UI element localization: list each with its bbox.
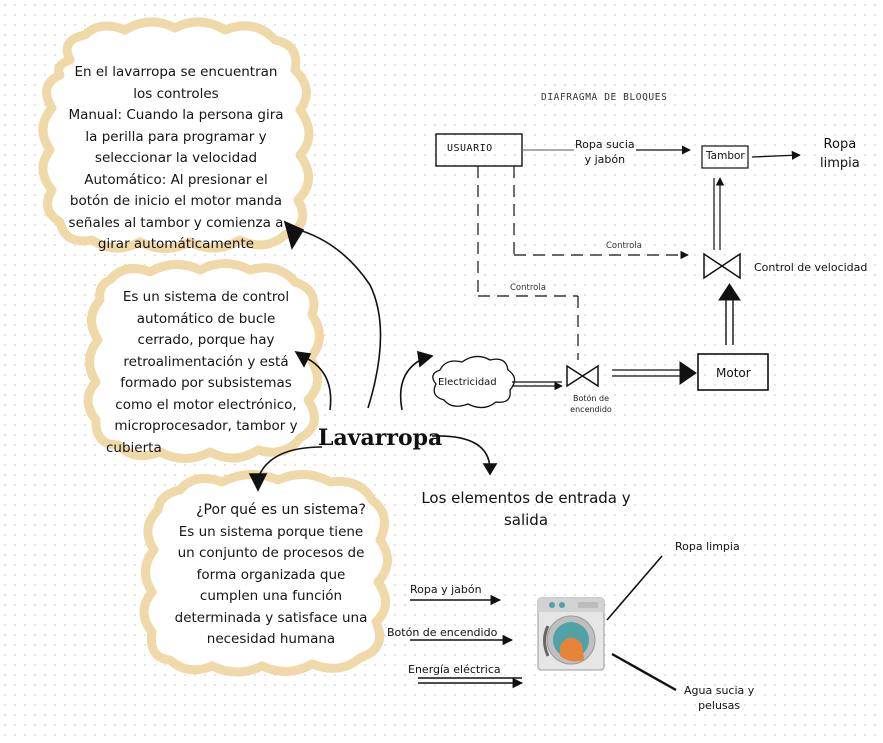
- cloud-line: Automático: Al presionar el: [84, 171, 268, 188]
- boton-line: Botón de: [572, 394, 610, 403]
- connector-to-why-system: [257, 446, 323, 479]
- center-title: Lavarropa: [318, 425, 443, 451]
- cloud-line: señales al tambor y comienza a: [68, 214, 284, 231]
- input-boton-encendido: Botón de encendido: [387, 626, 498, 639]
- cloud-line: cerrado, porque hay: [137, 332, 275, 348]
- cloud-line: botón de inicio el motor manda: [69, 193, 283, 209]
- arrowhead-block: [417, 350, 434, 368]
- cloud-line: seleccionar la velocidad: [94, 150, 258, 166]
- cloud-line: los controles: [133, 85, 219, 102]
- cloud-line: retroalimentación y está: [123, 353, 289, 370]
- control-velocidad-label: Control de velocidad: [754, 261, 868, 274]
- motor-label: Motor: [716, 366, 751, 380]
- cloud-line: Es un sistema de control: [122, 289, 290, 305]
- io-heading-line: salida: [503, 511, 549, 529]
- cloud-line: microprocesador, tambor y: [114, 418, 298, 434]
- cloud-line: la perilla para programar y: [85, 128, 267, 145]
- cloud-controls: [38, 17, 314, 253]
- cloud-line: necesidad humana: [206, 631, 336, 647]
- control-valve: [703, 252, 741, 280]
- block-diagram-title: DIAFRAGMA DE BLOQUES: [541, 92, 668, 103]
- boton-line: encendido: [570, 405, 612, 414]
- output-agua-line: Agua sucia y: [684, 684, 755, 697]
- cloud-closed-loop: [83, 259, 324, 463]
- mindmap-connectors: [248, 220, 498, 492]
- io-heading-line: Los elementos de entrada y: [421, 489, 631, 507]
- tambor-box: [701, 145, 749, 169]
- cloud-line: un conjunto de procesos de: [177, 545, 365, 561]
- cloud-closed-loop-text: Es un sistema de control automático de b…: [100, 287, 312, 459]
- output-agua-sucia: Agua sucia y pelusas: [684, 683, 754, 713]
- arrowhead-closed-loop: [294, 350, 312, 368]
- cloud-line: determinada y satisface una: [174, 609, 368, 626]
- io-arrows: [410, 555, 677, 692]
- cloud-line: como el motor electrónico,: [115, 396, 297, 413]
- cloud-line: En el lavarropa se encuentran: [74, 64, 278, 80]
- cloud-line: formado por subsistemas: [120, 375, 292, 391]
- ropa-limpia-line: Ropa: [823, 137, 857, 152]
- cloud-why-system-text: ¿Por qué es un sistema? Es un sistema po…: [158, 500, 384, 651]
- connector-to-controls: [291, 227, 382, 409]
- ropa-limpia-label: Ropa limpia: [820, 135, 860, 173]
- arrowhead-controls: [283, 220, 305, 251]
- tambor-label: Tambor: [706, 150, 745, 162]
- connector-to-io: [431, 435, 491, 471]
- cloud-line: cumplen una función: [199, 588, 343, 604]
- cloud-line: Manual: Cuando la persona gira: [68, 107, 284, 123]
- input-ropa-jabon: Ropa y jabón: [410, 583, 482, 596]
- boton-encendido-label: Botón de encendido: [566, 393, 616, 415]
- cloud-controls-text: En el lavarropa se encuentran los contro…: [55, 62, 297, 256]
- cloud-why-system: [139, 470, 392, 677]
- cloud-line: girar automáticamente: [97, 236, 255, 252]
- controla-label-upper: Controla: [606, 241, 642, 251]
- ropa-sucia-label: Ropa sucia y jabón: [575, 137, 635, 167]
- block-diagram: [432, 133, 801, 409]
- cloud-line: cubierta: [106, 439, 162, 456]
- arrowhead-io: [482, 463, 498, 476]
- controla-label-lower: Controla: [510, 283, 546, 293]
- cloud-line: forma organizada que: [196, 566, 346, 583]
- arrowhead-why-system: [248, 473, 268, 492]
- ropa-sucia-line: Ropa sucia: [575, 138, 635, 151]
- boton-valve: [566, 364, 599, 388]
- input-energia-electrica: Energía eléctrica: [408, 663, 501, 676]
- electricidad-cloud: [432, 355, 516, 409]
- ropa-limpia-line: limpia: [820, 156, 860, 171]
- cloud-line: automático de bucle: [136, 310, 276, 327]
- why-system-title: ¿Por qué es un sistema?: [196, 502, 366, 518]
- ropa-sucia-line: y jabón: [584, 153, 626, 166]
- electricidad-label: Electricidad: [438, 377, 497, 388]
- output-agua-line: pelusas: [698, 699, 741, 712]
- io-heading: Los elementos de entrada y salida: [408, 487, 644, 531]
- washing-machine-icon: [537, 597, 605, 671]
- cloud-line: Es un sistema porque tiene: [178, 523, 364, 540]
- motor-box: [697, 353, 769, 391]
- usuario-label: USUARIO: [447, 143, 493, 154]
- output-ropa-limpia: Ropa limpia: [675, 540, 740, 553]
